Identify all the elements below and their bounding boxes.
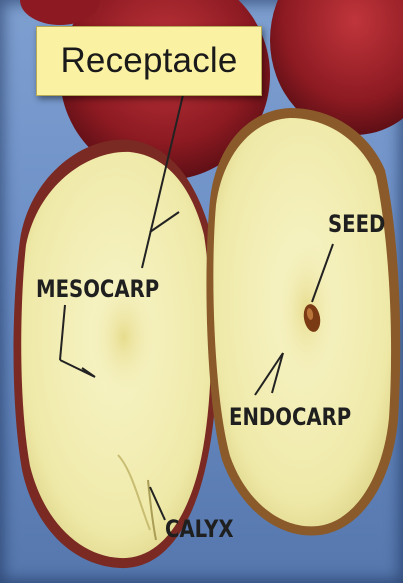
seed-label: SEED [328,210,385,238]
receptacle-label: Receptacle [60,41,237,81]
right-apple-half [206,108,400,536]
receptacle-label-box: Receptacle [36,26,262,96]
mesocarp-label: MESOCARP [36,275,159,303]
calyx-label: CALYX [165,515,234,543]
endocarp-label: ENDOCARP [229,403,351,431]
left-apple-half [14,140,218,568]
